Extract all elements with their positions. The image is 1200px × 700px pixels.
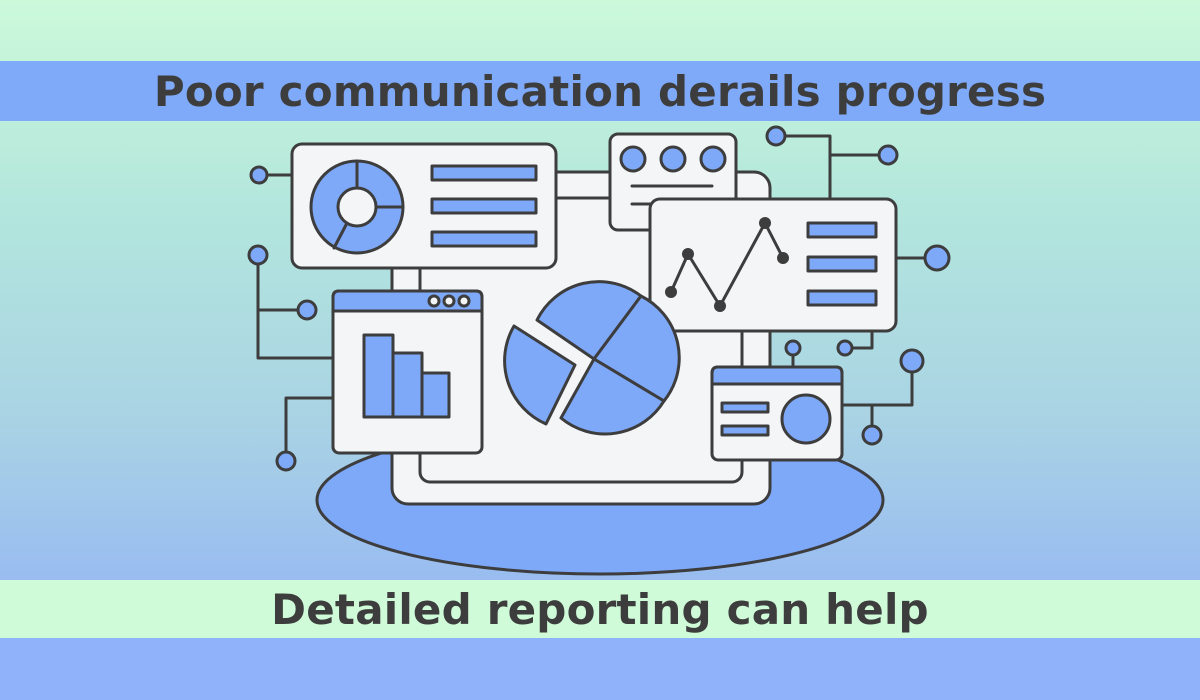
line-chart-panel: [648, 197, 898, 333]
pie-slice: [535, 280, 643, 361]
donut-list-panel: [290, 142, 558, 270]
subheadline-banner: Detailed reporting can help: [0, 580, 1200, 638]
pie-chart: [503, 280, 681, 436]
window-dot: [442, 294, 456, 308]
node-dot: [765, 125, 787, 147]
list-bar: [720, 401, 770, 414]
pie-slice: [559, 357, 666, 436]
pie-slice: [592, 294, 681, 403]
bar-chart-window: [331, 289, 484, 455]
pie-slice: [503, 324, 577, 426]
node-dot: [899, 348, 925, 374]
list-bar: [806, 255, 878, 273]
window-dot: [659, 145, 687, 173]
node-dot: [247, 244, 269, 266]
circuit-nodes: [247, 125, 951, 472]
bottom-strip: [0, 638, 1200, 700]
subheadline-text: Detailed reporting can help: [271, 584, 929, 634]
card-circle: [780, 393, 832, 445]
info-card: [710, 365, 844, 462]
list-bar: [430, 197, 538, 215]
list-bar: [806, 289, 878, 307]
list-bar: [430, 164, 538, 182]
chart-bar: [420, 371, 451, 419]
node-dot: [923, 244, 951, 272]
node-dot: [249, 165, 269, 185]
node-dot: [275, 450, 297, 472]
window-dot: [427, 294, 441, 308]
list-bar: [720, 424, 770, 437]
window-dot: [457, 294, 471, 308]
headline-text: Poor communication derails progress: [153, 66, 1047, 116]
node-dot: [877, 144, 899, 166]
chart-bar: [362, 333, 395, 419]
node-dot: [784, 339, 802, 357]
list-bar: [806, 221, 878, 239]
node-dot: [861, 424, 883, 446]
window-dot: [699, 145, 727, 173]
chart-bar: [391, 351, 424, 419]
headline-banner: Poor communication derails progress: [0, 61, 1200, 121]
node-dot: [836, 339, 854, 357]
window-dot: [619, 145, 647, 173]
node-dot: [296, 299, 318, 321]
list-bar: [430, 230, 538, 248]
